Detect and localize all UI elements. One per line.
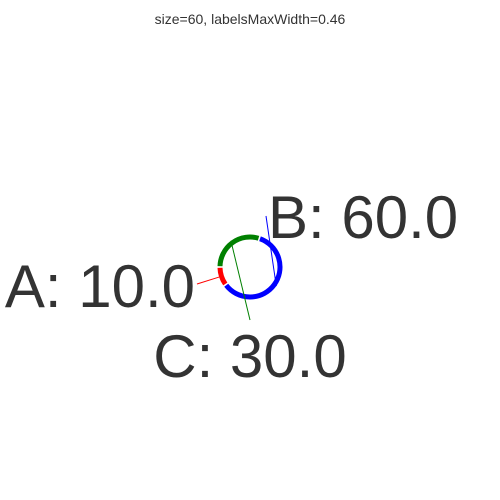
slices-layer bbox=[217, 234, 283, 300]
connector-b bbox=[265, 215, 277, 287]
connector-a bbox=[196, 276, 220, 285]
connector-c bbox=[230, 240, 251, 321]
labels-layer: A: 10.0 B: 60.0 C: 30.0 bbox=[5, 184, 458, 390]
pie-slice-a bbox=[217, 267, 228, 286]
slice-label-b: B: 60.0 bbox=[268, 184, 458, 251]
connectors-layer bbox=[196, 215, 277, 321]
pie-slice-b bbox=[224, 236, 283, 300]
pie-slice-c bbox=[217, 234, 260, 267]
slice-label-c: C: 30.0 bbox=[153, 323, 346, 390]
slice-label-a: A: 10.0 bbox=[5, 253, 195, 320]
chart-title: size=60, labelsMaxWidth=0.46 bbox=[155, 11, 346, 27]
